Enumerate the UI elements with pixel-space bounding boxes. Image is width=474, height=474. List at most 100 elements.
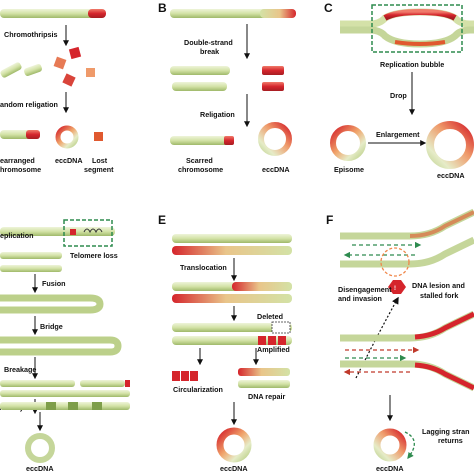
telomere-loop: [83, 228, 103, 234]
translocated-1-red: [232, 282, 292, 291]
chromosome-full: [0, 9, 105, 18]
replication-bubble-box: [371, 4, 463, 53]
panel-letter-f: F: [326, 213, 333, 227]
replication-strand-top-red: [383, 8, 457, 21]
panel-letter-c: C: [324, 1, 333, 15]
label-drop: Drop: [390, 91, 407, 100]
fork-bottom-lower-red: [414, 362, 474, 391]
panel-c: C Replication bubble Drop Enlargement Ep…: [324, 1, 474, 180]
fragment-red: [68, 46, 82, 60]
fused-chromatids: [0, 294, 104, 314]
dotted-invasion-arrow: [355, 296, 399, 379]
dna-lesion-icon: [388, 280, 406, 294]
eccdna-ring: [258, 122, 292, 156]
fork-top-upper-red: [409, 210, 474, 238]
episome-ring: [330, 125, 366, 161]
label-eccdna: eccDNA: [55, 156, 83, 165]
translocated-2: [172, 294, 292, 303]
label-lagging-2: returns: [438, 436, 463, 445]
label-lost-2: segment: [84, 165, 114, 174]
chromosome-part: [172, 82, 227, 91]
label-chromothripsis: Chromothripsis: [4, 30, 58, 39]
eccdna-ring: [25, 433, 55, 463]
red-fragment: [262, 66, 284, 75]
telomere-box: [63, 219, 113, 247]
fork-top-lower: [340, 236, 474, 268]
scarred-chromosome: [170, 136, 232, 145]
rearranged-red: [26, 130, 40, 139]
panel-letter-b: B: [158, 1, 167, 15]
repaired-chromosome: [238, 368, 290, 376]
eccdna-ring: [373, 428, 407, 462]
red-fragment: [262, 82, 284, 91]
amplified-red: [268, 336, 276, 345]
label-disengagement-1: Disengagement: [338, 285, 392, 294]
label-replication-bubble: Replication bubble: [380, 60, 444, 69]
eccdna-ring: [216, 427, 252, 463]
deleted-chromosome: [172, 323, 292, 332]
label-random-religation: andom religation: [0, 100, 58, 109]
fragment-red: [53, 56, 67, 70]
amplified-band: [92, 402, 102, 410]
lagging-return-arrow: [404, 431, 415, 460]
circularization-segment: [172, 371, 180, 381]
label-replication: eplication: [0, 231, 34, 240]
fragment: [0, 62, 22, 78]
label-deleted: Deleted: [257, 312, 283, 321]
label-rearranged-1: earranged: [0, 156, 35, 165]
label-enlargement: Enlargement: [376, 130, 420, 139]
sister-chromatid: [0, 265, 62, 272]
panel-b: B Double-strand break Religation Scarred…: [158, 1, 296, 174]
broken-chromatid: [80, 380, 125, 387]
red-segment: [260, 9, 296, 18]
label-eccdna: eccDNA: [220, 464, 248, 473]
broken-chromatid: [0, 380, 75, 387]
fragment-red: [86, 68, 95, 77]
amplified-red: [278, 336, 286, 345]
label-lesion-1: DNA lesion and: [412, 281, 465, 290]
bridge-chromatids: [0, 336, 122, 356]
label-lesion-2: stalled fork: [420, 291, 458, 300]
sister-chromatid: [0, 252, 62, 259]
label-eccdna: eccDNA: [26, 464, 54, 473]
eccdna-ring: [55, 125, 79, 149]
label-eccdna: eccDNA: [262, 165, 290, 174]
label-episome: Episome: [334, 165, 364, 174]
fragment: [24, 64, 42, 76]
label-double-strand-2: break: [200, 47, 219, 56]
panel-f: F ! DNA lesion and stalled fork Disengag…: [326, 208, 474, 473]
panel-letter-e: E: [158, 213, 166, 227]
label-breakage: Breakage: [4, 365, 36, 374]
label-amplified: Amplified: [257, 345, 290, 354]
chromosome-green: [172, 234, 292, 243]
panel-e: E Translocation Deleted Amplified Circul…: [158, 213, 292, 473]
circularization-segment: [190, 371, 198, 381]
label-lost-1: Lost: [92, 156, 108, 165]
label-religation: Religation: [200, 110, 235, 119]
replication-strand-bottom-red: [394, 40, 446, 46]
amplified-band: [68, 402, 78, 410]
label-fusion: Fusion: [42, 279, 66, 288]
label-eccdna: eccDNA: [437, 171, 465, 180]
fork-top-upper: [340, 208, 474, 240]
amplified-band: [46, 402, 56, 410]
label-telomere-loss: Telomere loss: [70, 251, 118, 260]
panel-a: Chromothripsis andom religation earrange…: [0, 9, 114, 174]
label-eccdna: eccDNA: [376, 464, 404, 473]
broken-red-end: [125, 380, 130, 387]
chromosome-red: [172, 246, 292, 255]
fragment-red: [62, 73, 76, 87]
telomere-red: [70, 229, 76, 235]
label-lagging-1: Lagging stran: [422, 427, 470, 436]
amplified-chromosome: [0, 402, 130, 410]
panel-d: eplication Telomere loss Fusion Bridge B…: [0, 219, 130, 473]
broken-chromatid: [0, 390, 130, 397]
label-bridge: Bridge: [40, 322, 63, 331]
amplified-red: [258, 336, 266, 345]
label-scarred-2: chromosome: [178, 165, 223, 174]
label-dna-repair: DNA repair: [248, 392, 285, 401]
red-segment: [88, 9, 106, 18]
scar: [224, 136, 234, 145]
label-scarred-1: Scarred: [186, 156, 213, 165]
